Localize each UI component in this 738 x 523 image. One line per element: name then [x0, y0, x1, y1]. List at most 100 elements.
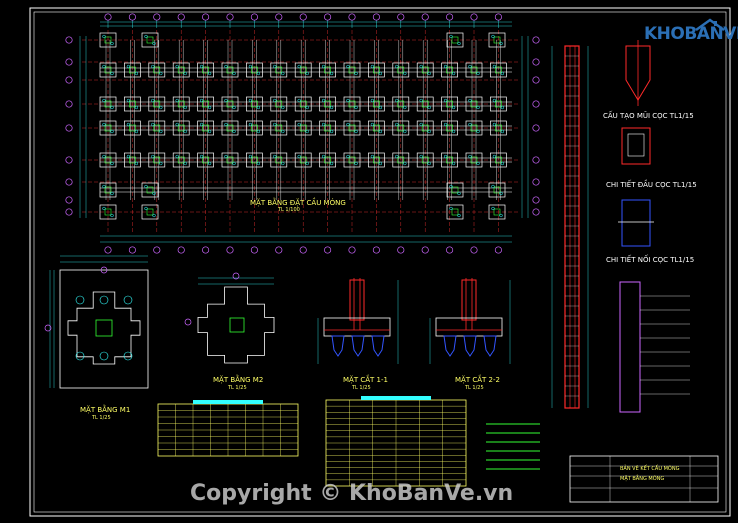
- grid-bubble: [397, 13, 405, 21]
- grid-bubble: [532, 124, 540, 132]
- pile-circle: [175, 122, 179, 127]
- pile-circle: [329, 71, 334, 76]
- grid-bubble: [532, 178, 540, 186]
- pile-circle: [476, 105, 480, 110]
- section-1-title: MẶT CẮT 1-1: [343, 376, 388, 384]
- pile-circle: [224, 154, 228, 159]
- pile-circle: [354, 105, 358, 110]
- schedule-table-2-header-bar: [361, 396, 431, 400]
- pile-cap: [99, 120, 117, 136]
- pile-circle: [144, 34, 148, 39]
- pile-circle: [451, 71, 456, 76]
- grid-bubble: [532, 208, 540, 216]
- column-stub: [104, 124, 112, 132]
- pile-circle: [427, 105, 431, 110]
- column-stub: [493, 208, 501, 216]
- pile-circle: [305, 71, 309, 76]
- column-stub: [153, 66, 161, 74]
- column-stub: [451, 36, 459, 44]
- outer-frame: [29, 7, 731, 517]
- pile-cap: [294, 120, 312, 136]
- column-stub: [421, 100, 429, 108]
- pile-circle: [152, 213, 156, 218]
- column-stub: [251, 66, 258, 74]
- pile-cap: [99, 182, 117, 198]
- column-stub: [104, 100, 112, 108]
- pile-circle: [329, 129, 334, 134]
- pile-circle: [492, 64, 497, 69]
- pile-cap: [343, 96, 361, 112]
- column-stub: [470, 156, 478, 164]
- column-stub: [275, 100, 283, 108]
- pile-tip-detail: [625, 45, 651, 101]
- pile-circle: [126, 98, 131, 103]
- grid-bubble: [532, 156, 540, 164]
- pile-circle: [134, 71, 139, 76]
- pile-cap: [446, 32, 464, 48]
- pile-circle: [297, 154, 301, 159]
- pile-cap: [446, 182, 464, 198]
- column-stub: [324, 100, 331, 108]
- pile-circle: [378, 105, 383, 110]
- pile-cap-plan-1-title: MẶT BẰNG M1: [80, 406, 131, 414]
- pile-cap: [270, 96, 288, 112]
- pile-cap: [392, 96, 410, 112]
- grid-bubble: [250, 246, 258, 254]
- pile-circle: [305, 161, 309, 166]
- pile-circle: [256, 129, 261, 134]
- pile-circle: [159, 71, 163, 76]
- pile-circle: [102, 122, 106, 127]
- grid-bubble: [128, 13, 136, 21]
- pile-circle: [378, 161, 383, 166]
- column-stub: [324, 124, 331, 132]
- grid-bubble: [470, 246, 478, 254]
- pile-circle: [151, 98, 155, 103]
- detail-drawings: [44, 40, 654, 389]
- pile-circle: [468, 98, 472, 103]
- column-stub: [251, 124, 258, 132]
- pile-circle: [354, 71, 358, 76]
- column-stub: [348, 156, 356, 164]
- column-stub: [348, 100, 356, 108]
- pile-cap: [221, 152, 239, 168]
- pile-circle: [370, 64, 375, 69]
- column-stub: [495, 124, 502, 132]
- sheet-border: [29, 7, 731, 517]
- pile-circle: [175, 154, 179, 159]
- column-stub: [226, 124, 234, 132]
- grid-bubble: [494, 13, 502, 21]
- pile-circle: [224, 122, 228, 127]
- pile-circle: [492, 98, 497, 103]
- grid-bubble: [232, 272, 240, 280]
- grid-bubble: [202, 246, 210, 254]
- grid-bubble: [65, 124, 73, 132]
- grid-bubble: [397, 246, 405, 254]
- pile-circle: [321, 64, 326, 69]
- pile-cap: [465, 120, 483, 136]
- pile-circle: [159, 129, 163, 134]
- pile-cap: [490, 96, 507, 112]
- pile-circle: [468, 154, 472, 159]
- pile-circle: [159, 105, 163, 110]
- grid-bubble: [532, 76, 540, 84]
- pile-m1: [75, 351, 85, 361]
- pile-cap: [441, 152, 458, 168]
- pile-circle: [457, 191, 461, 196]
- pile-circle: [346, 122, 350, 127]
- grid-bubble: [65, 36, 73, 44]
- pile-circle: [248, 64, 253, 69]
- pile-cap: [343, 152, 361, 168]
- column-stub: [146, 186, 154, 194]
- column-stub: [104, 186, 112, 194]
- pile-m1: [123, 295, 133, 305]
- pile-circle: [395, 122, 399, 127]
- pile-circle: [500, 161, 505, 166]
- grid-bubble: [65, 76, 73, 84]
- column-stub: [299, 156, 307, 164]
- pile-circle: [110, 191, 114, 196]
- pile-circle: [126, 122, 131, 127]
- grid-bubble: [104, 246, 112, 254]
- pile-cap: [246, 152, 263, 168]
- pile-cap: [416, 120, 434, 136]
